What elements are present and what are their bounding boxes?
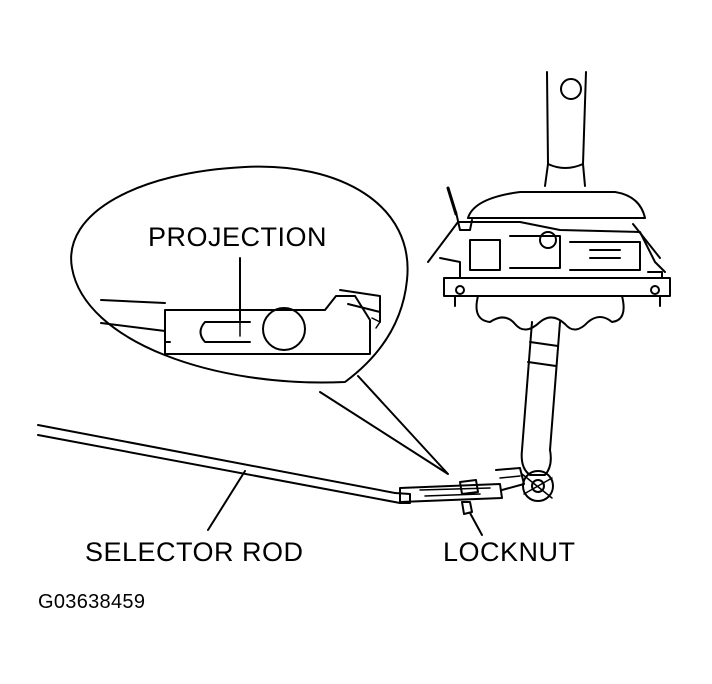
detail-rod-upper — [100, 299, 166, 304]
housing-mechanism — [427, 221, 666, 273]
projection-detail-callout — [70, 165, 449, 475]
shifter-housing — [427, 186, 671, 331]
control-lever-body — [520, 321, 561, 476]
detail-slot — [199, 321, 251, 343]
detail-link-plate — [164, 295, 371, 355]
housing-right-bracket — [632, 223, 661, 259]
housing-base-flange — [443, 277, 671, 297]
adjuster-plate — [399, 483, 503, 503]
selector-rod-label: SELECTOR ROD — [85, 537, 304, 567]
selector-rod-lower-edge — [37, 434, 401, 504]
selector-rod-upper-edge — [37, 424, 396, 494]
callout-pointer — [319, 375, 449, 475]
locknut-leader — [469, 512, 483, 536]
shift-lever — [544, 71, 587, 187]
selector-rod — [37, 424, 411, 531]
lever-hole — [560, 78, 582, 100]
figure-id-label: G03638459 — [38, 591, 146, 613]
locknut-part — [461, 501, 473, 515]
selector-rod-leader — [207, 470, 246, 531]
callout-bubble-outline — [70, 165, 409, 384]
adjuster-link — [495, 467, 525, 491]
locknut-label: LOCKNUT — [443, 537, 576, 567]
detail-rod-lower — [100, 322, 166, 332]
housing-dome — [467, 191, 646, 219]
lever-pivot — [521, 470, 554, 502]
housing-boot — [475, 295, 625, 331]
linkage-adjuster — [399, 467, 525, 536]
control-lever — [520, 321, 561, 476]
detail-lever-arm — [339, 289, 381, 323]
detail-hole — [262, 307, 306, 351]
projection-label: PROJECTION — [148, 222, 328, 252]
